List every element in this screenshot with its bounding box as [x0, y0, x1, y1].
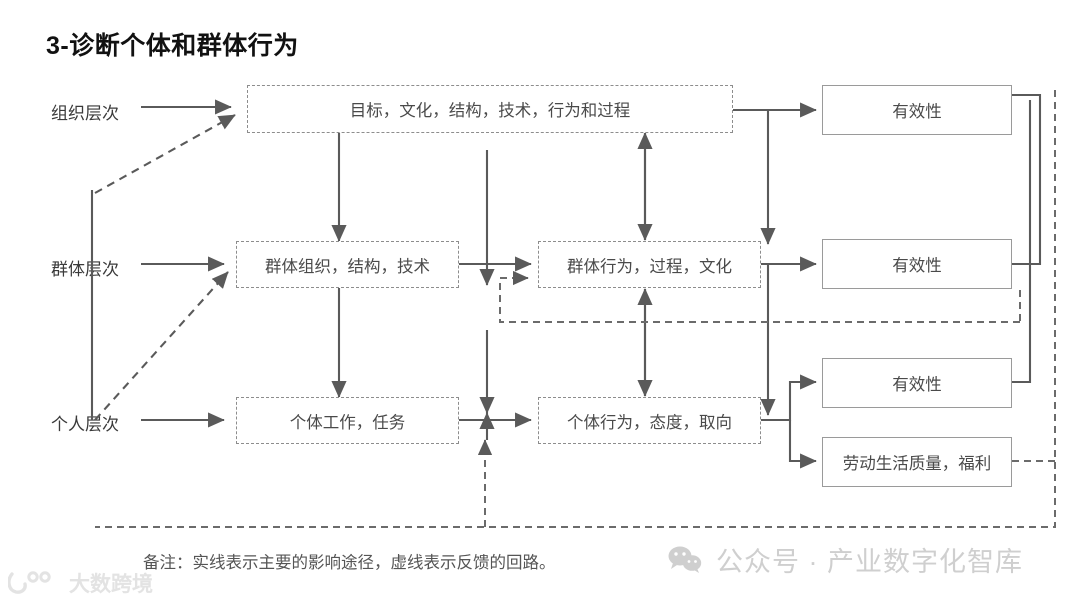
dashukuajing-logo-icon [8, 571, 51, 594]
node-effectiveness-group[interactable]: 有效性 [822, 239, 1012, 289]
node-individual-work[interactable]: 个体工作，任务 [236, 397, 459, 444]
wire-feedback-ind-to-group [94, 271, 229, 421]
node-individual-behavior[interactable]: 个体行为，态度，取向 [538, 397, 761, 444]
watermark-brand: 大数跨境 [8, 568, 153, 598]
watermark-wechat-text: 公众号 · 产业数字化智库 [716, 547, 1023, 577]
node-organization-inputs[interactable]: 目标，文化，结构，技术，行为和过程 [247, 85, 733, 133]
wire-ind-to-effectiveness [761, 374, 817, 422]
wire-feedback-effectiveness-riser [1012, 100, 1032, 384]
level-label-group: 群体层次 [51, 260, 119, 279]
node-effectiveness-individual[interactable]: 有效性 [822, 358, 1012, 408]
watermark-wechat: 公众号 · 产业数字化智库 [668, 540, 1023, 579]
watermark-brand-text: 大数跨境 [69, 573, 153, 596]
wechat-icon [668, 546, 702, 573]
wire-feedback-group-to-org [94, 114, 236, 194]
node-effectiveness-organization[interactable]: 有效性 [822, 85, 1012, 135]
level-label-organization: 组织层次 [51, 104, 119, 123]
wire-ind-to-quality [788, 420, 817, 469]
page-title: 3-诊断个体和群体行为 [46, 32, 299, 60]
node-group-structure[interactable]: 群体组织，结构，技术 [236, 241, 459, 288]
node-quality-of-work-life[interactable]: 劳动生活质量，福利 [822, 437, 1012, 487]
level-label-individual: 个人层次 [51, 415, 119, 434]
node-group-behavior[interactable]: 群体行为，过程，文化 [538, 241, 761, 288]
footnote-legend: 备注：实线表示主要的影响途径，虚线表示反馈的回路。 [143, 554, 556, 572]
